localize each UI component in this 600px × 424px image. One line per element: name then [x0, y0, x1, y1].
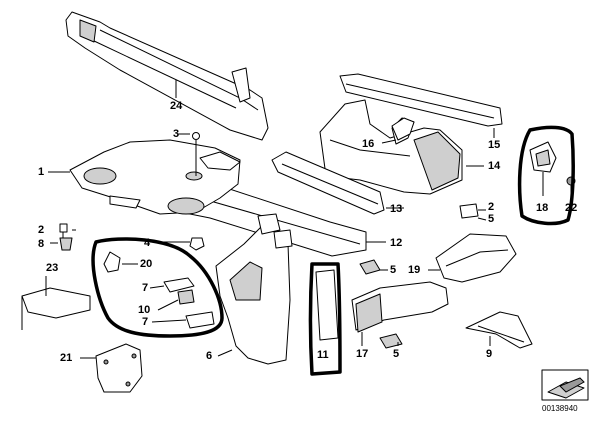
part-14-right-housing: [319, 99, 463, 195]
callout-20: 20: [140, 258, 153, 270]
callout-24: 24: [170, 100, 183, 112]
part-3-screw: [192, 132, 200, 176]
part-10-block: [177, 289, 195, 305]
callout-5-middle: 5: [390, 264, 397, 276]
part-7-pad-lower: [185, 311, 215, 329]
part-5-clip-c: [379, 333, 403, 349]
callout-21: 21: [60, 352, 73, 364]
catalog-number: 00138940: [542, 404, 578, 413]
catalog-icon: [541, 369, 589, 401]
part-1-bulkhead: [69, 139, 241, 215]
callout-14: 14: [488, 160, 501, 172]
part-6-duct-housing: [215, 213, 293, 365]
callout-7-upper: 7: [142, 282, 149, 294]
part-21-cover: [95, 343, 143, 393]
part-5-clip-b: [359, 259, 381, 275]
highlight-loop-18: [517, 125, 575, 226]
part-5-clip-a: [459, 203, 479, 219]
callout-1: 1: [38, 166, 45, 178]
callout-9: 9: [486, 348, 493, 360]
part-7-pad-upper: [163, 277, 195, 293]
highlight-loop-left: [91, 237, 224, 338]
callout-4: 4: [144, 237, 151, 249]
callout-12: 12: [390, 237, 403, 249]
callout-22: 22: [565, 202, 578, 214]
part-19-tray: [435, 233, 517, 283]
callout-17: 17: [356, 348, 369, 360]
callout-10: 10: [138, 304, 151, 316]
part-2-screw: [59, 223, 68, 238]
callout-23: 23: [46, 262, 59, 274]
callout-11: 11: [317, 349, 329, 361]
highlight-marks: [91, 125, 575, 376]
leader-lines: [45, 80, 544, 359]
part-15-top-bar: [339, 73, 503, 127]
part-8-clip: [59, 237, 73, 251]
part-18-clip: [529, 141, 557, 173]
callout-15: 15: [488, 139, 501, 151]
callout-8: 8: [38, 238, 45, 250]
callout-16: 16: [362, 138, 375, 150]
callout-5-bottom: 5: [393, 348, 400, 360]
callout-2-left: 2: [38, 224, 45, 236]
part-20-clip: [103, 251, 121, 273]
callout-13: 13: [390, 203, 403, 215]
part-17-outlet: [351, 281, 449, 333]
callout-3: 3: [173, 128, 180, 140]
part-16-bracket: [391, 117, 415, 141]
part-24-upper-rail: [65, 11, 269, 141]
callout-7-lower: 7: [142, 316, 149, 328]
callout-5-right: 5: [488, 213, 495, 225]
part-23-plate: [21, 287, 91, 330]
callout-2-right: 2: [488, 201, 495, 213]
callout-6: 6: [206, 350, 213, 362]
callout-18: 18: [536, 202, 549, 214]
part-9-bracket: [465, 311, 533, 349]
part-13-channel: [271, 151, 385, 215]
highlight-box-11: [308, 262, 342, 376]
callout-19: 19: [408, 264, 421, 276]
part-4-fastener: [189, 237, 205, 251]
part-11-strip: [315, 269, 339, 341]
